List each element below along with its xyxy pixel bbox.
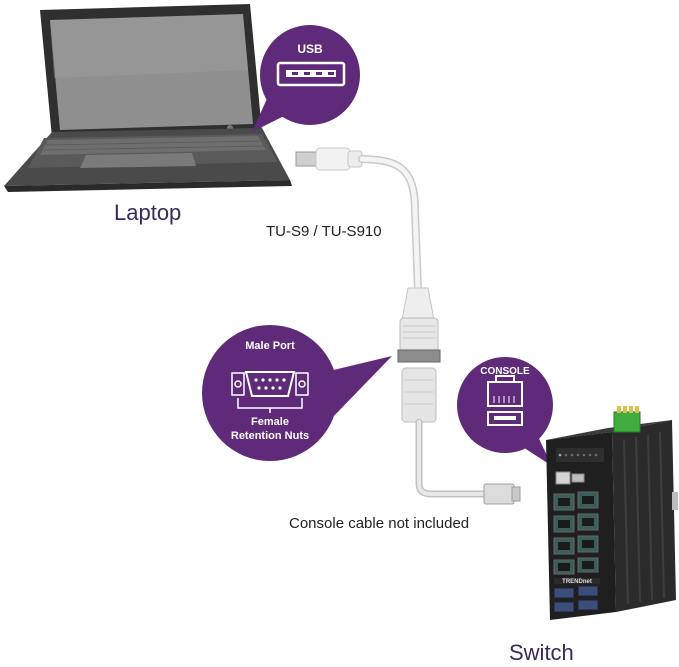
console-port-icon [487,381,523,407]
switch-brand-label: TRENDnet [562,579,592,585]
usb-plug [295,151,319,167]
db9-port-icon [244,371,296,397]
serial-cable [295,147,521,505]
laptop-keyboard [40,136,266,155]
console-usb-port-icon [487,411,523,426]
db9-adapter [399,317,439,353]
usb-port-icon [276,61,346,87]
console-callout-title: CONSOLE [480,366,530,377]
serial-callout [202,325,392,461]
rj45-plug [483,483,515,505]
switch-illustration [546,406,678,620]
switch-sfp-ports [553,585,599,613]
laptop-touchpad [80,153,196,168]
power-terminal-block [613,411,641,433]
console-cable-note: Console cable not included [289,515,470,532]
cable-model-label: TU-S9 / TU-S910 [266,223,382,240]
serial-callout-subtitle-1: Female [251,416,289,428]
switch-label: Switch [509,640,574,665]
usb-callout-title: USB [297,42,323,56]
laptop-illustration [4,4,292,192]
serial-callout-subtitle-2: Retention Nuts [230,430,310,442]
db9-connector-male [397,349,441,363]
console-callout [457,357,553,466]
usb-callout [252,25,360,132]
laptop-label: Laptop [114,200,182,225]
console-adapter [401,367,437,423]
retention-nut-icon [234,380,242,388]
serial-callout-title: Male Port [245,340,295,352]
switch-console-port [555,471,571,485]
laptop-screen [50,14,253,130]
